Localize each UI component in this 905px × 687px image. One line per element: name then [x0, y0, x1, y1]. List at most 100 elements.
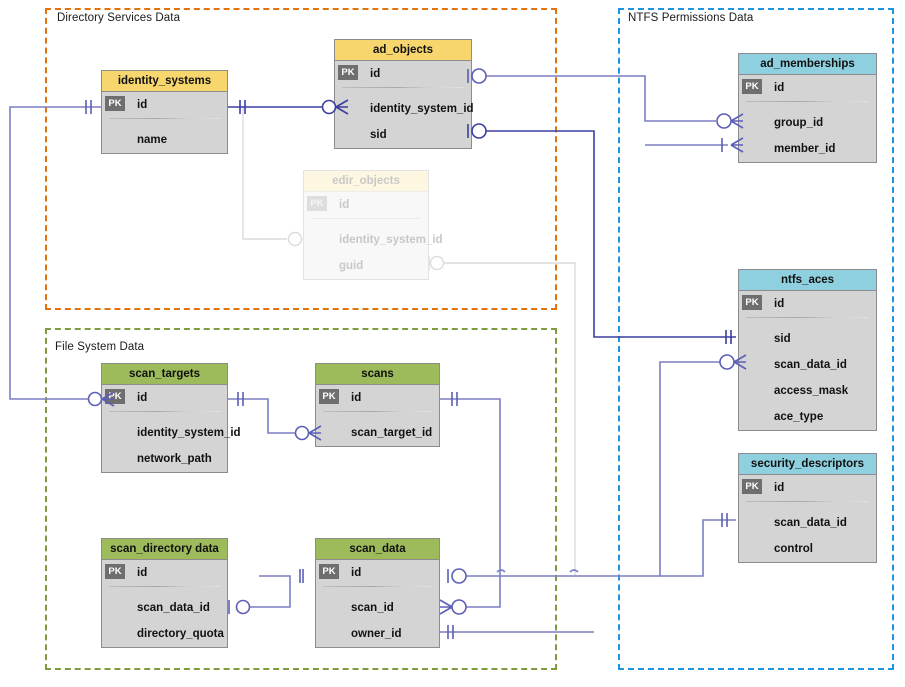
field-ntfs-aces-id[interactable]: PK id	[739, 291, 876, 317]
pk-separator	[342, 87, 464, 88]
entity-ad-objects[interactable]: ad_objects PK id identity_system_id sid	[334, 39, 474, 149]
pk-separator	[109, 411, 220, 412]
field-identity-systems-id[interactable]: PK id	[102, 92, 227, 118]
entity-ad-memberships-title: ad_memberships	[739, 54, 876, 75]
pk-badge-icon: PK	[105, 389, 125, 404]
field-ntfs-aces-access-mask[interactable]: access_mask	[739, 378, 876, 404]
field-label: id	[137, 567, 148, 579]
field-ntfs-aces-sid[interactable]: sid	[739, 326, 876, 352]
field-security-descriptors-id[interactable]: PK id	[739, 475, 876, 501]
field-label: scan_target_id	[351, 427, 433, 439]
group-ntfs-permissions	[618, 8, 894, 670]
field-scan-data-id[interactable]: PK id	[316, 560, 439, 586]
field-label: identity_system_id	[370, 103, 474, 115]
pk-badge-icon: PK	[319, 389, 339, 404]
field-label: group_id	[774, 117, 824, 129]
entity-ntfs-aces-title: ntfs_aces	[739, 270, 876, 291]
field-label: id	[339, 199, 350, 211]
field-scans-scan-target-id[interactable]: scan_target_id	[316, 420, 439, 446]
field-security-descriptors-control[interactable]: control	[739, 536, 876, 562]
pk-badge-icon: PK	[105, 96, 125, 111]
field-ad-objects-id[interactable]: PK id	[335, 61, 471, 87]
pk-badge-icon: PK	[742, 79, 762, 94]
field-label: name	[137, 134, 168, 146]
entity-identity-systems-title: identity_systems	[102, 71, 227, 92]
field-label: access_mask	[774, 385, 849, 397]
entity-ad-memberships[interactable]: ad_memberships PK id group_id member_id	[738, 53, 877, 163]
entity-security-descriptors-title: security_descriptors	[739, 454, 876, 475]
field-label: control	[774, 543, 813, 555]
field-ad-memberships-group-id[interactable]: group_id	[739, 110, 876, 136]
field-label: id	[351, 567, 362, 579]
entity-edir-objects-title: edir_objects	[304, 171, 428, 192]
entity-scans[interactable]: scans PK id scan_target_id	[315, 363, 440, 447]
pk-badge-icon: PK	[338, 65, 358, 80]
field-label: owner_id	[351, 628, 402, 640]
field-label: directory_quota	[137, 628, 224, 640]
field-scan-directory-data-id[interactable]: PK id	[102, 560, 227, 586]
field-edir-objects-guid[interactable]: guid	[304, 253, 428, 279]
entity-ntfs-aces[interactable]: ntfs_aces PK id sid scan_data_id access_…	[738, 269, 877, 431]
pk-badge-icon: PK	[742, 479, 762, 494]
field-scan-targets-id[interactable]: PK id	[102, 385, 227, 411]
entity-scan-data[interactable]: scan_data PK id scan_id owner_id	[315, 538, 440, 648]
group-file-system-label: File System Data	[55, 341, 145, 353]
entity-security-descriptors[interactable]: security_descriptors PK id scan_data_id …	[738, 453, 877, 563]
field-ntfs-aces-scan-data-id[interactable]: scan_data_id	[739, 352, 876, 378]
pk-badge-icon: PK	[319, 564, 339, 579]
group-ntfs-permissions-label: NTFS Permissions Data	[628, 12, 754, 24]
field-label: identity_system_id	[137, 427, 241, 439]
entity-scan-directory-data-title: scan_directory data	[102, 539, 227, 560]
field-label: sid	[370, 129, 387, 141]
field-scan-targets-network-path[interactable]: network_path	[102, 446, 227, 472]
field-edir-objects-identity-system-id[interactable]: identity_system_id	[304, 227, 443, 253]
entity-scan-targets[interactable]: scan_targets PK id identity_system_id ne…	[101, 363, 241, 473]
entity-scan-targets-title: scan_targets	[102, 364, 227, 385]
field-ad-memberships-member-id[interactable]: member_id	[739, 136, 876, 162]
field-scan-directory-data-scan-data-id[interactable]: scan_data_id	[102, 595, 227, 621]
pk-badge-icon: PK	[307, 196, 327, 211]
field-scan-directory-data-directory-quota[interactable]: directory_quota	[102, 621, 227, 647]
field-security-descriptors-scan-data-id[interactable]: scan_data_id	[739, 510, 876, 536]
field-label: network_path	[137, 453, 212, 465]
field-label: scan_data_id	[774, 359, 847, 371]
pk-badge-icon: PK	[105, 564, 125, 579]
field-scans-id[interactable]: PK id	[316, 385, 439, 411]
field-ad-objects-sid[interactable]: sid	[335, 122, 471, 148]
field-label: id	[370, 68, 381, 80]
field-label: scan_id	[351, 602, 394, 614]
field-label: id	[774, 82, 785, 94]
field-label: member_id	[774, 143, 836, 155]
entity-ad-objects-title: ad_objects	[335, 40, 471, 61]
field-scan-data-owner-id[interactable]: owner_id	[316, 621, 439, 647]
field-scan-targets-identity-system-id[interactable]: identity_system_id	[102, 420, 241, 446]
field-label: id	[137, 392, 148, 404]
pk-separator	[323, 411, 432, 412]
entity-identity-systems[interactable]: identity_systems PK id name	[101, 70, 228, 154]
field-ad-objects-identity-system-id[interactable]: identity_system_id	[335, 96, 474, 122]
pk-separator	[311, 218, 421, 219]
field-label: sid	[774, 333, 791, 345]
group-directory-services	[45, 8, 557, 310]
entity-edir-objects[interactable]: edir_objects PK id identity_system_id gu…	[303, 170, 443, 280]
entity-scan-directory-data[interactable]: scan_directory data PK id scan_data_id d…	[101, 538, 228, 648]
pk-separator	[746, 501, 869, 502]
field-ntfs-aces-ace-type[interactable]: ace_type	[739, 404, 876, 430]
field-label: id	[774, 298, 785, 310]
entity-scan-data-title: scan_data	[316, 539, 439, 560]
field-label: ace_type	[774, 411, 824, 423]
pk-separator	[746, 317, 869, 318]
field-label: scan_data_id	[137, 602, 210, 614]
field-label: id	[137, 99, 148, 111]
field-identity-systems-name[interactable]: name	[102, 127, 227, 153]
wire-jump	[569, 569, 579, 573]
field-ad-memberships-id[interactable]: PK id	[739, 75, 876, 101]
group-directory-services-label: Directory Services Data	[57, 12, 181, 24]
field-edir-objects-id[interactable]: PK id	[304, 192, 428, 218]
pk-badge-icon: PK	[742, 295, 762, 310]
field-scan-data-scan-id[interactable]: scan_id	[316, 595, 439, 621]
pk-separator	[109, 118, 220, 119]
pk-separator	[323, 586, 432, 587]
pk-separator	[109, 586, 220, 587]
